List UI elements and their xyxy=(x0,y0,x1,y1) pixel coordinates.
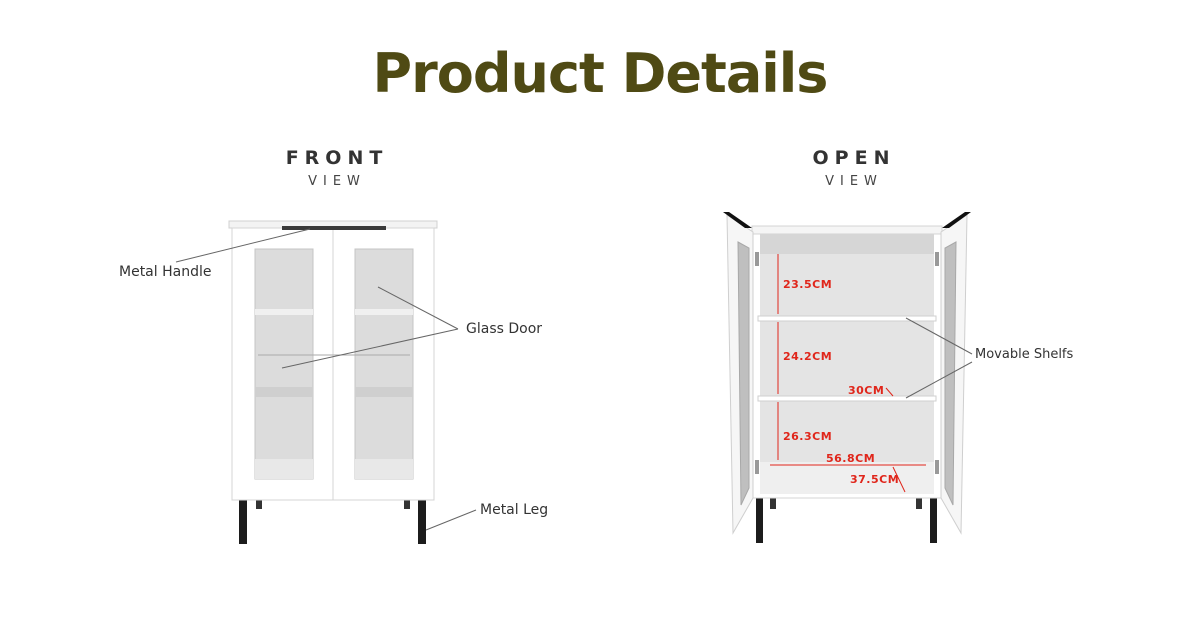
left-door-glass xyxy=(737,241,750,506)
front-leg-back-left xyxy=(256,498,262,509)
hinge-tl xyxy=(755,252,759,266)
glass-callout-line-1 xyxy=(377,286,459,330)
open-leg-right xyxy=(930,497,937,543)
open-heading: OPEN xyxy=(812,147,896,169)
movable-shelfs-label: Movable Shelfs xyxy=(975,347,1074,362)
hinge-bl xyxy=(755,460,759,474)
front-leg-right xyxy=(418,498,426,544)
open-subheading: VIEW xyxy=(825,174,883,189)
open-top xyxy=(751,225,943,235)
hinge-tr xyxy=(935,252,939,266)
right-glass-panel xyxy=(354,248,414,480)
front-bottom-right xyxy=(355,459,413,479)
dim-shelf-depth: 30CM xyxy=(848,384,885,397)
shelves-callout-line-2 xyxy=(905,361,973,399)
front-shelf-1-left xyxy=(255,309,313,315)
metal-handle-label: Metal Handle xyxy=(119,264,212,280)
dim-top-height: 23.5CM xyxy=(783,278,833,291)
open-leg-back-left xyxy=(770,497,776,509)
open-cabinet xyxy=(723,212,971,543)
hinge-br xyxy=(935,460,939,474)
shelves-callout-line-1 xyxy=(905,317,973,355)
metal-handle xyxy=(282,226,386,230)
page-title: Product Details xyxy=(372,42,829,105)
front-shelf-2-right xyxy=(355,387,413,397)
front-shelf-1-right xyxy=(355,309,413,315)
left-glass-panel xyxy=(254,248,314,480)
dim-bottom-height: 26.3CM xyxy=(783,430,833,443)
interior-top-shade xyxy=(760,234,934,254)
front-leg-back-right xyxy=(404,498,410,509)
dim-middle-height: 24.2CM xyxy=(783,350,833,363)
glass-door-label: Glass Door xyxy=(466,321,543,337)
open-shelf-1 xyxy=(757,315,937,322)
glass-callout-line-2 xyxy=(281,328,459,369)
handle-callout-line xyxy=(175,228,311,263)
open-leg-left xyxy=(756,497,763,543)
front-leg-left xyxy=(239,498,247,544)
front-shelf-2-left xyxy=(255,387,313,397)
metal-leg-label: Metal Leg xyxy=(480,502,549,518)
dim-width: 56.8CM xyxy=(826,452,876,465)
front-subheading: VIEW xyxy=(308,174,366,189)
front-view-heading: FRONT VIEW xyxy=(227,147,447,189)
dim-line-depth xyxy=(892,466,906,493)
front-cabinet xyxy=(228,220,438,544)
leg-callout-line xyxy=(425,509,477,531)
left-door-handle xyxy=(723,212,752,228)
open-interior xyxy=(760,234,934,494)
open-bottom xyxy=(760,462,934,494)
open-view-heading: OPEN VIEW xyxy=(744,147,964,189)
dim-depth: 37.5CM xyxy=(850,473,900,486)
open-leg-back-right xyxy=(916,497,922,509)
right-door-handle xyxy=(942,212,971,228)
open-shelf-2 xyxy=(757,395,937,402)
dim-line-shelf xyxy=(885,387,894,397)
front-bottom-left xyxy=(255,459,313,479)
front-heading: FRONT xyxy=(285,147,389,169)
